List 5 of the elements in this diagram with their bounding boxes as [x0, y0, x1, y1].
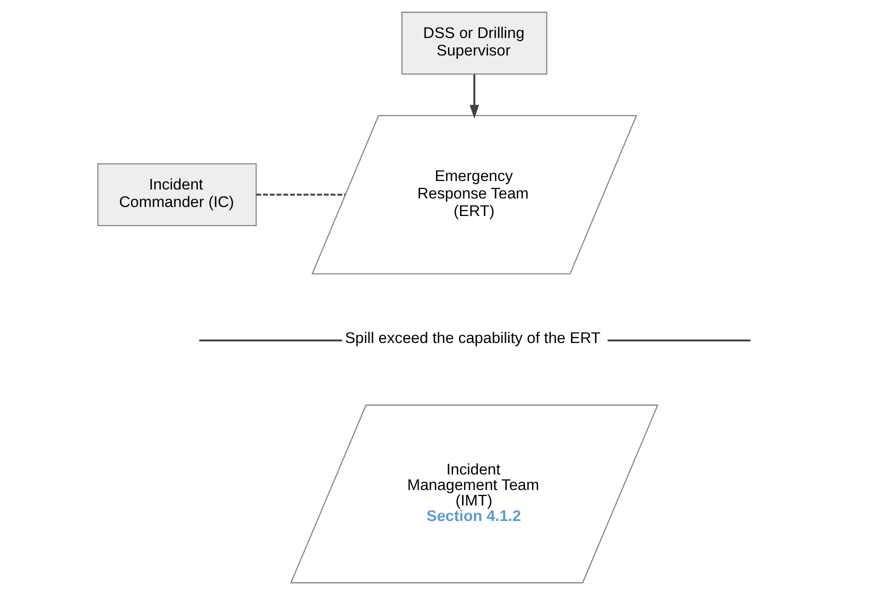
connector	[256, 194, 345, 196]
node-box: DSS or Drilling Supervisor	[400, 12, 547, 75]
arrow	[469, 74, 479, 118]
label: Spill exceed the capability of the ERT	[344, 330, 600, 348]
node-box: Incident Commander (IC)	[96, 163, 256, 226]
